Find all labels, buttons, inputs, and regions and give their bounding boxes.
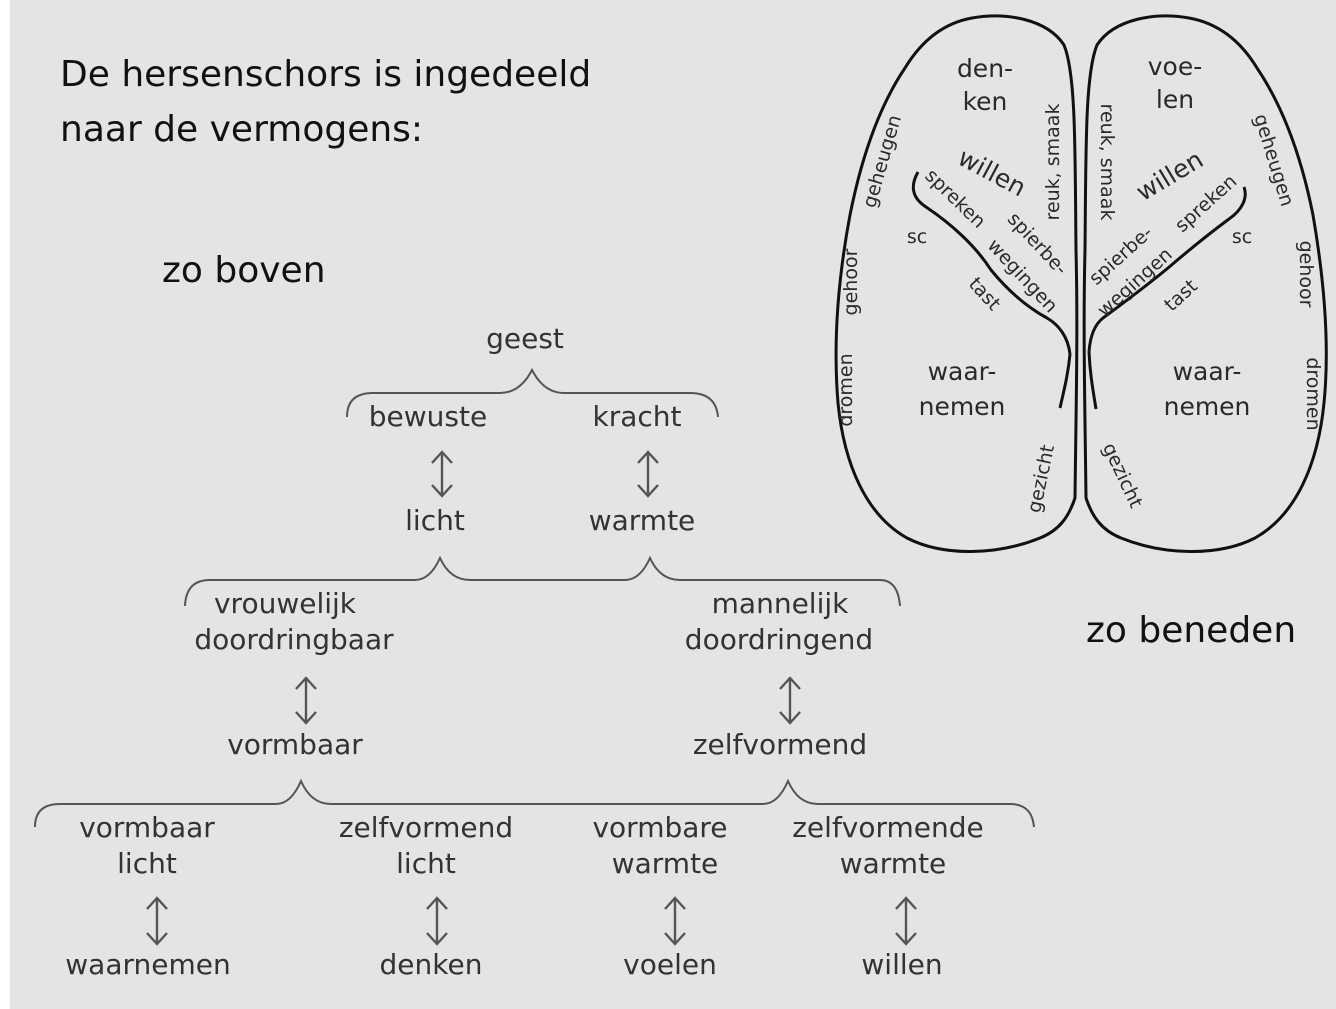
node-warmte: warmte	[589, 504, 696, 537]
brain-right-waarnemen-2: nemen	[1164, 392, 1251, 421]
node-zelfvormende-warmte-1: zelfvormende	[792, 811, 984, 844]
node-bewuste: bewuste	[369, 400, 487, 433]
brain-right-reuk-smaak: reuk, smaak	[1096, 104, 1118, 221]
node-zelfvormend-licht-2: licht	[396, 847, 456, 880]
brain-left-sc: sc	[907, 226, 927, 248]
brain-right-waarnemen-1: waar-	[1173, 357, 1242, 386]
brain-left-dromen: dromen	[835, 353, 857, 426]
brain-left-denken-2: ken	[963, 87, 1008, 116]
heading-line-2: naar de vermogens:	[60, 109, 423, 150]
brain-left-reuk-smaak: reuk, smaak	[1042, 104, 1064, 221]
node-doordringbaar: doordringbaar	[194, 623, 394, 656]
brain-left-waarnemen-2: nemen	[919, 392, 1006, 421]
node-doordringend: doordringend	[685, 623, 873, 656]
node-vormbaar-licht-1: vormbaar	[79, 811, 215, 844]
brain-left-denken-1: den-	[957, 54, 1013, 83]
heading-line-1: De hersenschors is ingedeeld	[60, 54, 591, 95]
node-vormbaar-licht-2: licht	[117, 847, 177, 880]
brain-left-waarnemen-1: waar-	[928, 357, 997, 386]
node-zelfvormende-warmte-2: warmte	[840, 847, 947, 880]
node-waarnemen: waarnemen	[65, 948, 230, 981]
brain-right-voelen-1: voe-	[1148, 52, 1203, 81]
node-vrouwelijk: vrouwelijk	[214, 587, 357, 620]
label-zo-boven: zo boven	[162, 250, 326, 291]
node-mannelijk: mannelijk	[712, 587, 849, 620]
node-zelfvormend-licht-1: zelfvormend	[339, 811, 513, 844]
node-denken: denken	[380, 948, 483, 981]
node-willen: willen	[861, 948, 942, 981]
label-zo-beneden: zo beneden	[1086, 610, 1296, 651]
brain-left-gehoor: gehoor	[840, 248, 862, 315]
brain-right-dromen: dromen	[1302, 357, 1324, 430]
node-vormbare-warmte-2: warmte	[612, 847, 719, 880]
brain-right-sc: sc	[1232, 226, 1252, 248]
brain-right-voelen-2: len	[1156, 85, 1194, 114]
brain-right-gehoor: gehoor	[1295, 241, 1317, 308]
node-zelfvormend: zelfvormend	[693, 728, 867, 761]
node-geest: geest	[486, 322, 564, 355]
node-kracht: kracht	[592, 400, 681, 433]
node-vormbaar: vormbaar	[227, 728, 363, 761]
node-vormbare-warmte-1: vormbare	[592, 811, 727, 844]
node-voelen: voelen	[623, 948, 717, 981]
node-licht: licht	[405, 504, 465, 537]
